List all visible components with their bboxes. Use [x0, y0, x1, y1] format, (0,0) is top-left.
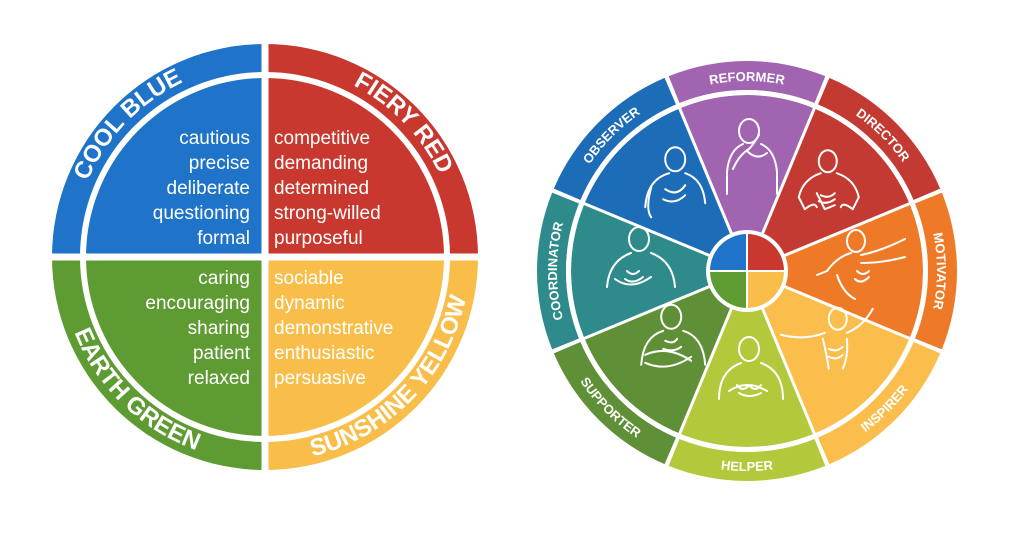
type-label: MOTIVATOR: [930, 231, 949, 311]
trait-text: cautious: [179, 128, 250, 149]
trait-text: sharing: [188, 318, 250, 339]
wedge-divider: [551, 188, 714, 259]
trait-text: relaxed: [188, 368, 250, 389]
quadrant-sunshine-yellow-fill: [265, 257, 478, 470]
trait-text: deliberate: [167, 178, 250, 199]
hub-quadrant: [747, 234, 784, 271]
trait-text: demonstrative: [274, 318, 393, 339]
type-band: [818, 77, 941, 200]
wedge-divider: [551, 283, 714, 354]
person-thinking-icon: [644, 146, 707, 219]
trait-text: enthusiastic: [274, 343, 374, 364]
type-wedge: [584, 271, 747, 434]
wedge-divider: [664, 75, 735, 238]
type-label: HELPER: [720, 457, 774, 474]
trait-text: caring: [198, 268, 250, 289]
quadrant-cool-blue-fill: [52, 44, 265, 257]
person-hand-on-chin-icon: [726, 118, 778, 195]
type-reformer: REFORMER: [668, 60, 826, 271]
wedge-divider: [780, 188, 943, 259]
type-band: [553, 342, 676, 465]
eight-type-wheel: REFORMERDIRECTORMOTIVATORINSPIRERHELPERS…: [537, 60, 958, 481]
trait-text: demanding: [274, 153, 368, 174]
trait-text: encouraging: [145, 293, 250, 314]
type-wedge: [679, 95, 815, 271]
hub-quadrant: [747, 271, 784, 308]
trait-text: dynamic: [274, 293, 345, 314]
type-supporter: SUPPORTER: [553, 271, 747, 465]
person-pointing-icon: [816, 229, 906, 300]
type-wedge: [747, 271, 910, 434]
trait-text: persuasive: [274, 368, 366, 389]
type-band: [914, 192, 958, 350]
type-band: [537, 192, 580, 350]
trait-text: purposeful: [274, 228, 363, 249]
person-hands-on-chest-icon: [718, 336, 784, 400]
type-wedge: [747, 108, 910, 271]
type-band: [553, 77, 676, 200]
person-arms-crossed-icon: [640, 303, 707, 368]
type-wedge: [679, 271, 815, 447]
quadrant-earth-green-fill: [52, 257, 265, 470]
wedge-divider: [759, 75, 830, 238]
trait-text: patient: [193, 343, 251, 364]
hub-quadrant: [710, 234, 747, 271]
wedge-divider: [759, 304, 830, 467]
wedge-divider: [664, 304, 735, 467]
person-hands-on-hips-icon: [797, 149, 860, 211]
wheel-separator-ring: [566, 90, 928, 452]
trait-text: formal: [197, 228, 250, 249]
type-wedge: [571, 203, 747, 339]
type-coordinator: COORDINATOR: [537, 192, 747, 350]
person-arms-open-icon: [779, 306, 874, 370]
type-band: [668, 60, 826, 104]
type-label: COORDINATOR: [545, 220, 566, 322]
wedge-divider: [780, 283, 943, 354]
four-colour-wheel: cautious precise deliberate questioning form…: [50, 42, 480, 472]
type-band: [668, 438, 826, 481]
trait-text: questioning: [153, 203, 250, 224]
hub-quadrant: [710, 271, 747, 308]
trait-text: precise: [189, 153, 250, 174]
type-helper: HELPER: [668, 271, 826, 481]
trait-text: determined: [274, 178, 369, 199]
center-hub: [706, 230, 788, 312]
type-observer: OBSERVER: [553, 77, 747, 271]
type-motivator: MOTIVATOR: [747, 192, 958, 350]
type-director: DIRECTOR: [747, 77, 941, 271]
person-hand-on-belly-icon: [606, 226, 676, 288]
quadrant-fiery-red-fill: [265, 44, 478, 257]
type-wedge: [747, 203, 923, 339]
trait-text: competitive: [274, 128, 370, 149]
trait-text: sociable: [274, 268, 344, 289]
type-band: [818, 342, 941, 465]
trait-text: strong-willed: [274, 203, 381, 224]
